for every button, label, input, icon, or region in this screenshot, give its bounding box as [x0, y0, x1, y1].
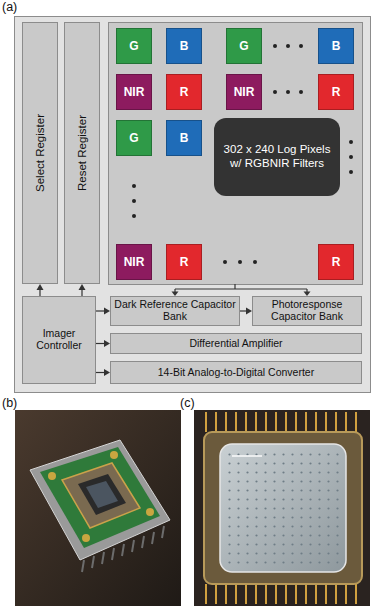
circuit-block: 14-Bit Analog-to-Digital Converter — [110, 361, 362, 384]
circuit-block: Imager Controller — [22, 296, 96, 384]
panel-letter: (a) — [2, 0, 17, 14]
pixel-filter: NIR — [116, 74, 152, 110]
block-text: NIR — [124, 255, 145, 269]
panel-letter: (b) — [2, 396, 17, 410]
signal-arrow — [37, 284, 44, 296]
block-text: 302 x 240 Log Pixels w/ RGBNIR Filters — [220, 143, 334, 171]
block-text: G — [129, 39, 138, 53]
pixel-filter: B — [166, 120, 202, 156]
ellipsis-dots — [132, 44, 353, 264]
block-text: Dark Reference Capacitor Bank — [114, 299, 236, 323]
signal-arrow — [79, 284, 86, 296]
pixel-filter: R — [166, 244, 202, 280]
block-text: Photoresponse Capacitor Bank — [256, 299, 358, 323]
pixel-filter: G — [226, 28, 262, 64]
block-text: G — [129, 131, 138, 145]
pixel-filter: B — [318, 28, 354, 64]
pixel-filter: R — [318, 74, 354, 110]
signal-arrow — [240, 308, 252, 315]
register-block: Reset Register — [64, 22, 100, 284]
pixel-array-label: 302 x 240 Log Pixels w/ RGBNIR Filters — [214, 118, 340, 196]
block-text: R — [332, 255, 341, 269]
block-text: R — [180, 85, 189, 99]
package-photo — [15, 410, 181, 606]
pixel-filter: G — [116, 28, 152, 64]
block-text: B — [332, 39, 341, 53]
readout-wire — [175, 284, 307, 292]
panel-frame — [15, 17, 371, 393]
circuit-block: Differential Amplifier — [110, 333, 362, 354]
block-text: Reset Register — [76, 115, 88, 191]
pixel-filter: NIR — [116, 244, 152, 280]
block-text: R — [332, 85, 341, 99]
block-text: B — [180, 131, 189, 145]
signal-arrow — [96, 369, 110, 376]
pixel-filter: NIR — [226, 74, 262, 110]
block-text: 14-Bit Analog-to-Digital Converter — [158, 367, 314, 379]
pixel-filter: B — [166, 28, 202, 64]
block-text: Select Register — [34, 114, 46, 192]
panel-letter: (c) — [180, 396, 195, 410]
pixel-filter: R — [318, 244, 354, 280]
block-text: NIR — [124, 85, 145, 99]
pixel-filter: R — [166, 74, 202, 110]
pixel-array — [109, 23, 363, 285]
pixel-filter: G — [116, 120, 152, 156]
block-text: G — [239, 39, 248, 53]
block-text: R — [180, 255, 189, 269]
signal-arrow — [96, 340, 110, 347]
circuit-block: Photoresponse Capacitor Bank — [252, 296, 362, 326]
circuit-block: Dark Reference Capacitor Bank — [110, 296, 240, 326]
block-text: Imager Controller — [26, 328, 92, 352]
register-block: Select Register — [22, 22, 58, 284]
block-text: Differential Amplifier — [189, 338, 282, 350]
block-text: NIR — [234, 85, 255, 99]
signal-arrow — [96, 308, 110, 315]
die-photo — [194, 410, 370, 606]
block-text: B — [180, 39, 189, 53]
